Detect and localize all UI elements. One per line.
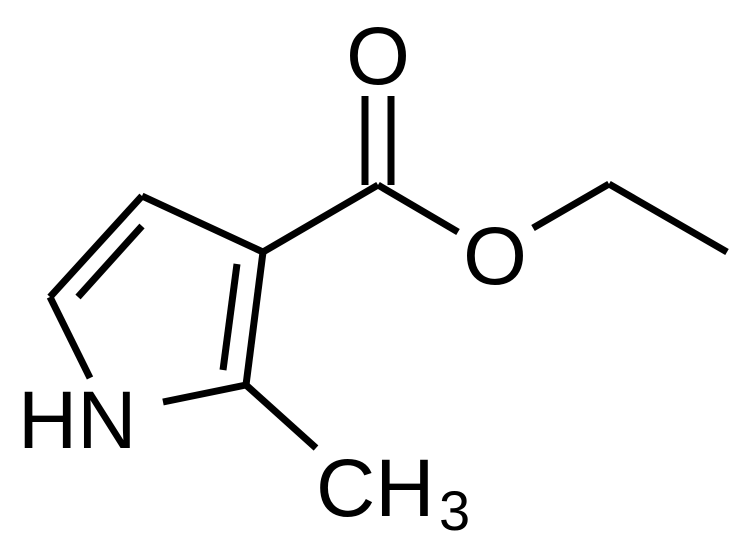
- ring-nitrogen-label: HN: [18, 375, 136, 466]
- carbonyl-oxygen-label: O: [346, 11, 410, 102]
- bond-c3-c4: [140, 192, 265, 256]
- bond-carbonyl-ester-oxygen: [376, 181, 460, 236]
- bond-c4-c5: [47, 193, 145, 300]
- methyl-subscript: 3: [439, 479, 470, 542]
- ester-oxygen-label: O: [463, 211, 527, 302]
- bond-c5-n1: [46, 295, 94, 380]
- bond-c2-c3: [242, 251, 267, 386]
- bond-c2-c3-inner: [219, 263, 241, 371]
- bond-ch2-ch3: [607, 180, 729, 256]
- bond-ester-oxygen-ch2: [531, 180, 611, 232]
- bond-c2-methyl: [243, 382, 319, 451]
- bond-n1-c2: [162, 381, 247, 406]
- methyl-carbon-label: CH: [316, 443, 434, 534]
- bond-c3-carbonyl: [261, 181, 380, 256]
- bond-c4-c5-inner: [75, 223, 145, 300]
